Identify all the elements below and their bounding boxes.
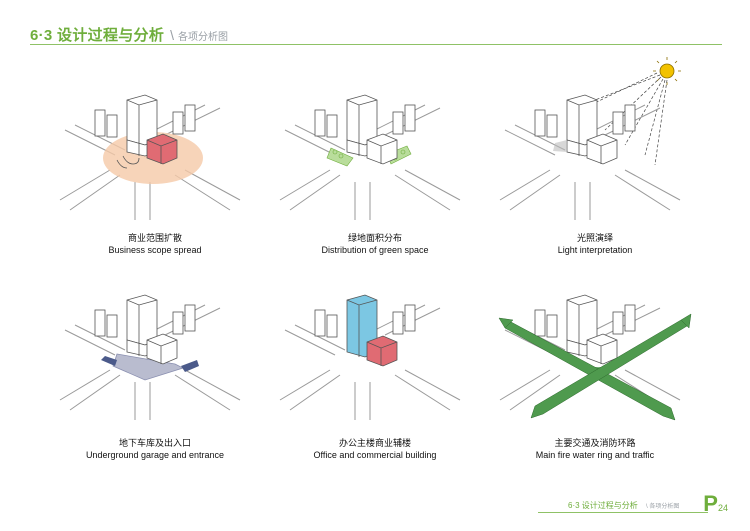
caption-cn: 商业范围扩散 — [127, 233, 182, 243]
diagram-traffic — [498, 294, 692, 421]
caption-cn: 光照演绎 — [576, 233, 613, 243]
diagram-business-scope — [59, 94, 241, 220]
caption-en: Underground garage and entrance — [85, 450, 225, 460]
diagram-green-space — [279, 94, 461, 220]
panel-office-commercial: 办公主楼商业辅楼 Office and commercial building — [275, 280, 475, 470]
caption-en: Business scope spread — [108, 245, 202, 255]
diagram-office-commercial — [279, 294, 461, 420]
sun-icon — [653, 57, 681, 85]
garage-entrance-right — [181, 360, 199, 372]
header-separator: \ — [170, 27, 175, 43]
section-title: 6·3 设计过程与分析 — [30, 27, 165, 44]
footer-rule — [538, 512, 708, 513]
caption-en: Light interpretation — [557, 245, 633, 255]
page-letter: P — [703, 491, 718, 516]
caption-cn: 地下车库及出入口 — [118, 438, 191, 448]
page-header: 6·3 设计过程与分析 \ 各项分析图 — [30, 24, 228, 46]
caption-cn: 主要交通及消防环路 — [554, 438, 636, 448]
caption-cn: 绿地面积分布 — [347, 233, 402, 243]
panel-light: 光照演绎 Light interpretation — [495, 55, 695, 255]
diagram-light — [499, 57, 681, 220]
garage-entrance-left — [101, 356, 117, 366]
commercial-block — [146, 133, 178, 165]
diagram-garage — [59, 294, 241, 420]
panel-traffic: 主要交通及消防环路 Main fire water ring and traff… — [495, 280, 695, 470]
traffic-arrows — [498, 313, 692, 421]
section-subtitle: 各项分析图 — [178, 32, 229, 43]
caption-en: Office and commercial building — [313, 450, 437, 460]
panel-garage: 地下车库及出入口 Underground garage and entrance — [55, 280, 255, 470]
header-rule — [30, 44, 722, 45]
panel-business-scope: 商业范围扩散 Business scope spread — [55, 70, 255, 260]
caption-cn: 办公主楼商业辅楼 — [338, 438, 411, 448]
caption-en: Main fire water ring and traffic — [535, 450, 655, 460]
footer-subtitle: \ 各项分析图 — [646, 501, 680, 510]
commercial-annex — [366, 335, 398, 367]
panel-green-space: 绿地面积分布 Distribution of green space — [275, 70, 475, 260]
page-number: P24 — [703, 491, 728, 517]
page-digits: 24 — [717, 503, 728, 513]
caption-en: Distribution of green space — [321, 245, 429, 255]
page-footer: 6·3 设计过程与分析 \ 各项分析图 P24 — [538, 491, 728, 523]
footer-title: 6·3 设计过程与分析 — [566, 500, 640, 511]
